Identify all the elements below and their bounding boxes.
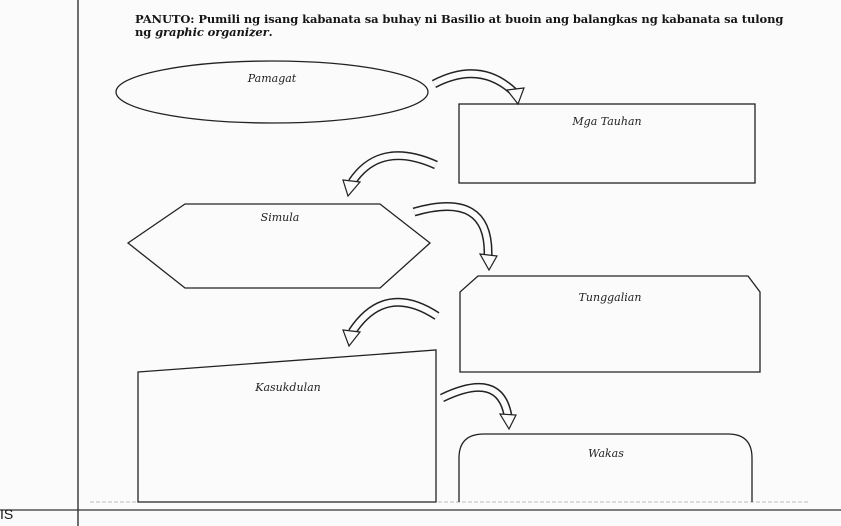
curved-arrow-icon [342,151,438,198]
margin-text: IS [0,506,14,522]
curved-arrow-icon [412,202,498,272]
instructions: PANUTO: Pumili ng isang kabanata sa buha… [135,13,795,39]
tunggalian-shape[interactable] [459,275,761,373]
kasukdulan-label: Kasukdulan [255,381,321,394]
curved-arrow-icon [342,297,440,348]
instructions-end: . [268,25,273,39]
wakas-shape[interactable] [458,433,753,502]
pamagat-label: Pamagat [247,72,297,85]
kasukdulan-shape[interactable] [137,349,437,503]
wakas-label: Wakas [588,447,624,460]
simula-label: Simula [260,211,300,224]
curved-arrow-icon [440,382,517,431]
instructions-label: PANUTO: [135,12,195,26]
curved-arrow-icon [431,69,525,106]
instructions-text: Pumili ng isang kabanata sa buhay ni Bas… [135,12,784,39]
simula-shape[interactable] [126,203,432,289]
instructions-emphasis: graphic organizer [155,25,269,39]
pamagat-shape[interactable] [115,60,429,124]
mga-tauhan-shape[interactable] [458,103,756,184]
mga-tauhan-label: Mga Tauhan [572,115,642,128]
tunggalian-label: Tunggalian [578,291,642,304]
